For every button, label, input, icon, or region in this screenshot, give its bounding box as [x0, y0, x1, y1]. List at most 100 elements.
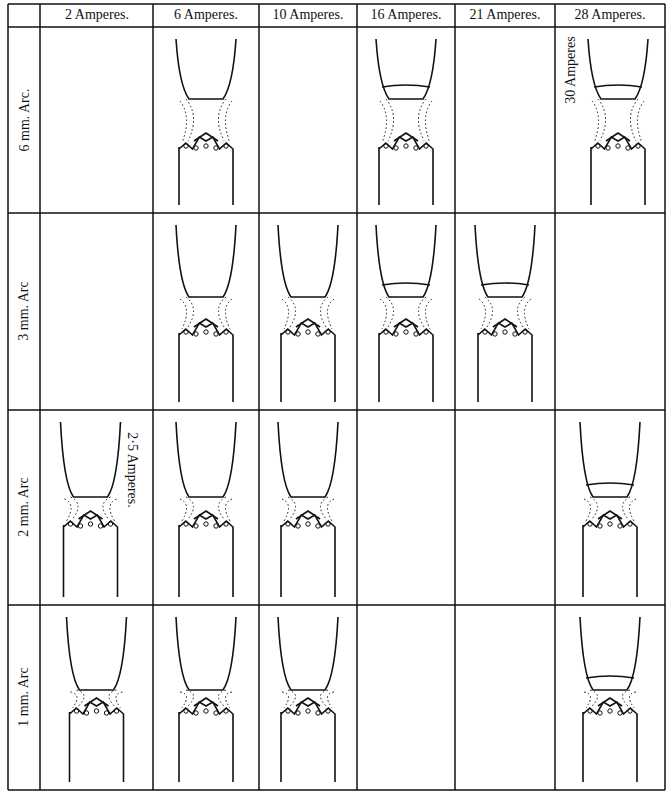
upper-carbon [61, 422, 121, 497]
upper-carbon [176, 225, 236, 297]
bead [606, 146, 610, 150]
grid-line [454, 4, 456, 790]
bead [78, 524, 82, 528]
row-header: 6 mm. Arc. [16, 87, 32, 154]
bead [194, 332, 198, 336]
carbon-tip [194, 133, 218, 141]
column-header: 2 Amperes. [63, 7, 131, 23]
arc-flame [327, 499, 334, 521]
bead [224, 144, 228, 148]
upper-carbon [278, 422, 338, 497]
bead [483, 330, 487, 334]
grid-line [8, 604, 665, 606]
upper-carbon [176, 617, 236, 690]
bead [424, 330, 428, 334]
upper-carbon [588, 39, 648, 99]
grid-line [7, 4, 9, 790]
lower-carbon [179, 515, 233, 597]
grid-line [8, 26, 665, 28]
arc-flame [524, 299, 531, 329]
bead [384, 330, 388, 334]
arc-flame [386, 297, 394, 327]
bead [326, 330, 330, 334]
arc-flame [110, 499, 117, 521]
crater-line [481, 283, 529, 285]
arc-flame [629, 499, 636, 521]
bead [316, 332, 320, 336]
arc-flame [186, 297, 194, 327]
arc-flame [282, 692, 289, 708]
bead [588, 522, 592, 526]
carbon-tip [598, 698, 622, 706]
lower-carbon [179, 323, 233, 402]
column-header: 28 Amperes. [573, 7, 648, 23]
arc-flame [320, 690, 328, 706]
bead [204, 522, 208, 526]
lower-carbon [70, 702, 124, 782]
arc-flame [225, 299, 232, 329]
arc-flame [629, 692, 636, 708]
bead [286, 522, 290, 526]
row-header: 2 mm. Arc [16, 475, 32, 539]
bead [108, 522, 112, 526]
arc-flame [630, 99, 638, 141]
lower-carbon [379, 137, 433, 205]
bead [296, 711, 300, 715]
arc-flame [425, 299, 432, 329]
arc-flame [282, 499, 289, 521]
arc-flame [218, 297, 226, 327]
bead [184, 330, 188, 334]
arc-flame [282, 299, 289, 329]
upper-carbon [176, 422, 236, 497]
bead [286, 709, 290, 713]
arc-flame [320, 497, 328, 519]
grid-line [664, 4, 666, 790]
arc-flame [225, 499, 232, 521]
carbon-tip [296, 511, 320, 519]
column-header: 21 Amperes. [468, 7, 543, 23]
upper-carbon [67, 617, 127, 690]
lower-carbon [179, 702, 233, 782]
bead [513, 332, 517, 336]
carbon-tip [296, 698, 320, 706]
lower-carbon [591, 137, 645, 205]
arc-flame [218, 497, 226, 519]
bead [404, 144, 408, 148]
column-header: 16 Amperes. [369, 7, 444, 23]
bead [194, 524, 198, 528]
lower-carbon [583, 702, 637, 782]
bead [493, 332, 497, 336]
upper-carbon [580, 617, 640, 690]
upper-carbon [376, 225, 436, 297]
arc-flame [592, 101, 599, 143]
bead [326, 709, 330, 713]
upper-carbon [278, 225, 338, 297]
bead [224, 709, 228, 713]
grid-line [554, 4, 556, 790]
carbon-tip [194, 698, 218, 706]
arc-flame [225, 692, 232, 708]
bead [626, 146, 630, 150]
bead [296, 524, 300, 528]
arc-flame [225, 101, 232, 143]
arc-flame [517, 297, 525, 327]
arc-flame [218, 690, 226, 706]
bead [184, 522, 188, 526]
arc-flame [327, 299, 334, 329]
bead [503, 330, 507, 334]
bead [74, 709, 78, 713]
arc-flame [637, 101, 644, 143]
bead [618, 524, 622, 528]
bead [214, 711, 218, 715]
grid-line [39, 4, 41, 790]
arc-flame [186, 497, 194, 519]
bead [384, 144, 388, 148]
bead [394, 146, 398, 150]
bead [628, 709, 632, 713]
carbon-tip [598, 511, 622, 519]
bead [326, 522, 330, 526]
crater-line [586, 676, 634, 678]
arc-flame [77, 690, 85, 706]
bead [194, 711, 198, 715]
